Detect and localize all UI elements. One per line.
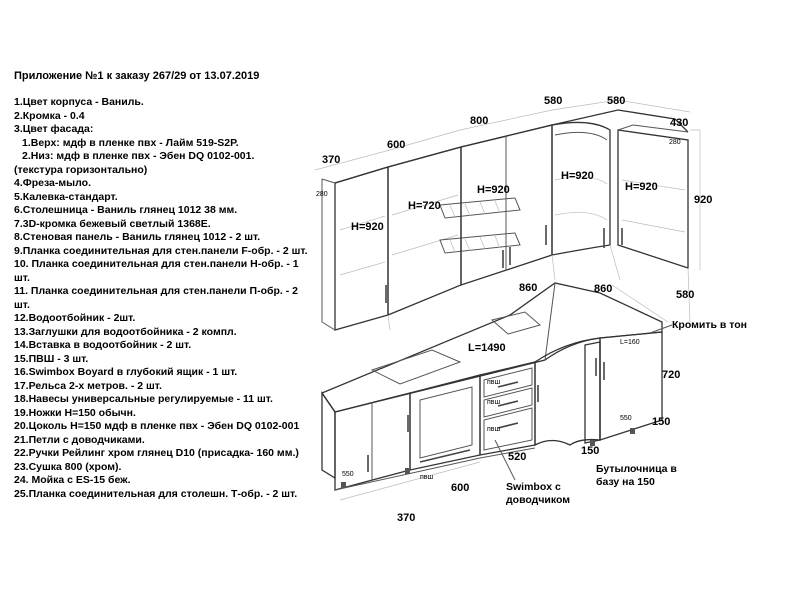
spec-item: 16.Swimbox Boyard в глубокий ящик - 1 шт… xyxy=(14,366,238,378)
spec-item: 20.Цоколь Н=150 мдф в пленке пвх - Эбен … xyxy=(14,420,300,432)
base-cabinet-right xyxy=(599,331,663,441)
drawer-2 xyxy=(483,387,533,418)
spec-item: 11. Планка соединительная для стен.панел… xyxy=(14,285,298,311)
dim-600-top: 600 xyxy=(387,139,405,151)
dim-550-right: 550 xyxy=(620,415,632,422)
note-swimbox-line1: Swimbox с xyxy=(506,481,561,493)
dim-720-right: 720 xyxy=(662,369,680,381)
note-leader xyxy=(494,439,516,481)
upper-cabinet-2 xyxy=(387,146,462,316)
note-swimbox-line2: доводчиком xyxy=(506,494,570,506)
dim-430-top: 430 xyxy=(670,117,688,129)
upper-corner-cabinet xyxy=(551,121,611,256)
dim-150-right: 150 xyxy=(652,416,670,428)
spec-item: 7.3D-кромка бежевый светлый 1368E. xyxy=(14,217,211,230)
spec-item: 12.Водоотбойник - 2шт. xyxy=(14,312,136,324)
label-pvsh: пвш xyxy=(487,426,501,433)
height-label-3: H=920 xyxy=(477,184,510,196)
base-bottle-cabinet xyxy=(584,341,601,444)
drawer-1 xyxy=(483,367,533,398)
height-label-5: H=920 xyxy=(625,181,658,193)
spec-item: 10. Планка соединительная для стен.панел… xyxy=(14,258,299,284)
spec-item: 23.Сушка 800 (хром). xyxy=(14,460,122,473)
spec-item: 5.Калевка-стандарт. xyxy=(14,190,118,203)
base-side-left xyxy=(321,390,336,480)
spec-item: 2.Низ: мдф в пленке пвх - Эбен DQ 0102-0… xyxy=(22,150,255,162)
document-title: Приложение №1 к заказу 267/29 от 13.07.2… xyxy=(14,70,260,82)
dim-860-b: 860 xyxy=(594,283,612,295)
leg xyxy=(630,428,635,434)
dim-l160: L=160 xyxy=(620,339,640,346)
leg xyxy=(590,440,595,446)
spec-item: 14.Вставка в водоотбойник - 2 шт. xyxy=(14,339,192,351)
upper-cabinet-1 xyxy=(334,166,389,331)
dish-rack xyxy=(439,197,521,254)
height-label-2: H=720 xyxy=(408,200,441,212)
upper-cabinet-right xyxy=(617,129,689,269)
leg xyxy=(341,482,346,488)
spec-item: 15.ПВШ - 3 шт. xyxy=(14,352,89,365)
hob xyxy=(370,349,462,385)
dim-280-left: 280 xyxy=(316,191,328,198)
base-cabinet-corner xyxy=(534,337,601,447)
height-label-4: H=920 xyxy=(561,170,594,182)
dim-920-right: 920 xyxy=(694,194,712,206)
dim-580-top-a: 580 xyxy=(544,95,562,107)
note-bottle-line2: базу на 150 xyxy=(596,476,655,488)
dim-550-left: 550 xyxy=(342,471,354,478)
spec-item: 25.Планка соединительная для столешн. Т-… xyxy=(14,487,298,500)
note-bottle-line1: Бутылочница в xyxy=(596,463,677,475)
spec-item: 2.Кромка - 0.4 xyxy=(14,109,85,122)
spec-item: 9.Планка соединительная для стен.панели … xyxy=(14,244,308,257)
dim-l1490: L=1490 xyxy=(468,342,506,354)
dim-580-top-b: 580 xyxy=(607,95,625,107)
spec-item: 24. Мойка с ES-15 беж. xyxy=(14,474,131,486)
label-pvsh: пвш xyxy=(420,474,434,481)
spec-item: 8.Стеновая панель - Ваниль глянец 1012 -… xyxy=(14,231,261,243)
spec-item: 1.Цвет корпуса - Ваниль. xyxy=(14,96,144,108)
drawer-3 xyxy=(483,407,533,451)
spec-item: 22.Ручки Рейлинг хром глянец D10 (присад… xyxy=(14,447,299,459)
spec-item: 13.Заглушки для водоотбойника - 2 компл. xyxy=(14,325,237,338)
spec-item: 4.Фреза-мыло. xyxy=(14,177,91,189)
height-label-1: H=920 xyxy=(351,221,384,233)
dim-800-top: 800 xyxy=(470,115,488,127)
spec-item: 3.Цвет фасада: xyxy=(14,123,94,135)
label-pvsh: пвш xyxy=(487,399,501,406)
label-pvsh: пвш xyxy=(487,379,501,386)
spec-item: (текстура горизонтально) xyxy=(14,163,148,176)
dim-580-right: 580 xyxy=(676,289,694,301)
dimension-lines xyxy=(314,99,701,501)
base-cabinets xyxy=(321,331,663,491)
specification-list: 1.Цвет корпуса - Ваниль. 2.Кромка - 0.4 … xyxy=(14,96,314,501)
spec-item: 6.Столешница - Ваниль глянец 1012 38 мм. xyxy=(14,204,238,216)
note-leader xyxy=(649,324,673,334)
dim-150-bottom: 150 xyxy=(581,445,599,457)
dim-520: 520 xyxy=(508,451,526,463)
wall-panel xyxy=(387,244,691,331)
spec-item: 19.Ножки Н=150 обычн. xyxy=(14,406,136,419)
upper-cabinets xyxy=(321,109,689,331)
spec-item: 1.Верх: мдф в пленке пвх - Лайм 519-S2P. xyxy=(22,136,239,149)
dim-370-bottom: 370 xyxy=(397,512,415,524)
dim-860-a: 860 xyxy=(519,282,537,294)
sink xyxy=(490,311,542,335)
spec-item: 21.Петли с доводчиками. xyxy=(14,433,145,446)
leg xyxy=(405,468,410,474)
spec-item: 18.Навесы универсальные регулируемые - 1… xyxy=(14,393,273,405)
spec-item: 17.Рельса 2-х метров. - 2 шт. xyxy=(14,379,162,392)
dim-600-bottom: 600 xyxy=(451,482,469,494)
dim-280-right: 280 xyxy=(669,139,681,146)
dim-370-top: 370 xyxy=(322,154,340,166)
note-edge-in-tone: Кромить в тон xyxy=(672,319,747,331)
